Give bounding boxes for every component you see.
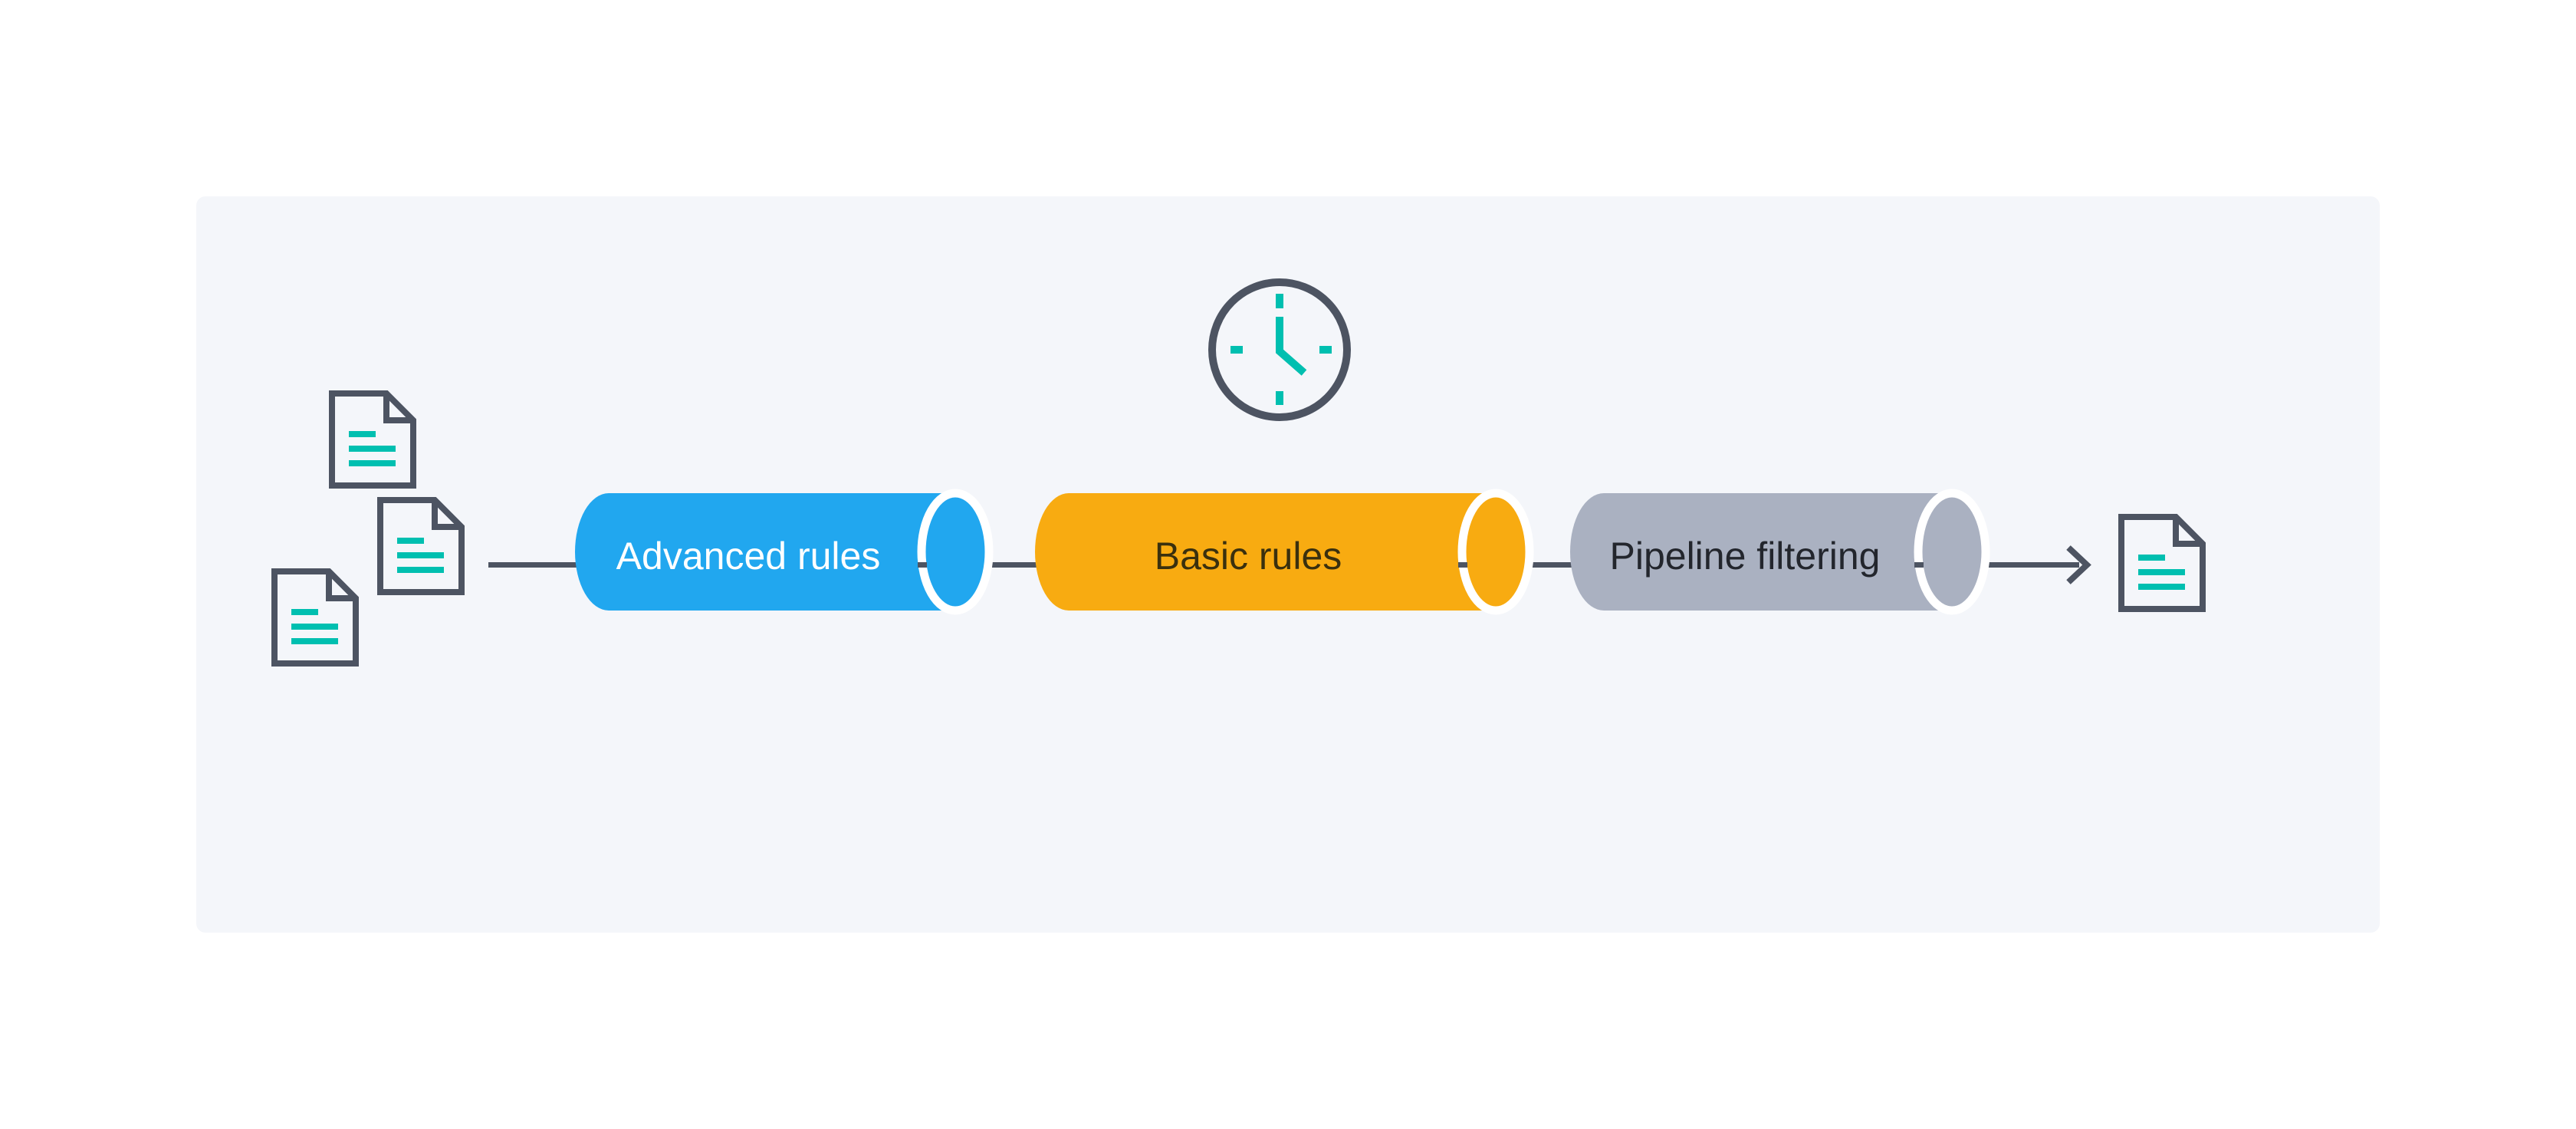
document-text-line bbox=[2138, 584, 2185, 590]
output-document-icon bbox=[2118, 514, 2206, 612]
cylinder-cap bbox=[1457, 489, 1534, 615]
flow-line-gap-stub bbox=[1914, 562, 1924, 568]
document-fold-corner bbox=[432, 500, 462, 530]
stage-label: Pipeline filtering bbox=[1610, 535, 1881, 578]
input-documents bbox=[271, 390, 465, 667]
document-text-line bbox=[291, 638, 338, 644]
clock-tick-12 bbox=[1276, 294, 1283, 308]
cylinder-body bbox=[575, 493, 955, 611]
clock-tick-6 bbox=[1276, 391, 1283, 405]
arrow-right-icon bbox=[2066, 545, 2091, 584]
document-text-line bbox=[397, 567, 444, 573]
clock-tick-3 bbox=[1319, 346, 1332, 354]
cylinder-cap bbox=[1914, 489, 1990, 615]
stage-basic-rules: Basic rules bbox=[1035, 489, 1534, 615]
document-outline bbox=[329, 390, 416, 489]
document-fold-corner bbox=[383, 393, 413, 423]
document-text-line bbox=[397, 538, 424, 544]
cylinder-body bbox=[1035, 493, 1496, 611]
document-text-line bbox=[2138, 569, 2185, 575]
document-text-line bbox=[349, 446, 396, 452]
document-icon bbox=[377, 497, 465, 595]
stage-pipeline-filtering: Pipeline filtering bbox=[1570, 489, 1990, 615]
clock-tick-9 bbox=[1230, 346, 1243, 354]
cylinder-cap bbox=[917, 489, 994, 615]
document-text-line bbox=[291, 624, 338, 630]
document-fold-corner bbox=[2173, 517, 2203, 547]
flow-line-gap-stub bbox=[918, 562, 927, 568]
clock-icon bbox=[1208, 278, 1351, 421]
stage-advanced-rules: Advanced rules bbox=[575, 489, 994, 615]
clock-face bbox=[1208, 278, 1351, 421]
document-icon bbox=[271, 568, 359, 667]
flow-line-gap-stub bbox=[1458, 562, 1467, 568]
document-text-line bbox=[349, 460, 396, 466]
stage-label: Advanced rules bbox=[616, 535, 881, 578]
document-fold-corner bbox=[326, 571, 356, 601]
document-text-line bbox=[291, 609, 318, 615]
document-text-line bbox=[2138, 555, 2165, 561]
cylinder-body bbox=[1570, 493, 1952, 611]
document-text-line bbox=[397, 552, 444, 558]
document-outline bbox=[271, 568, 359, 667]
document-outline bbox=[2118, 514, 2206, 612]
stage-label: Basic rules bbox=[1155, 535, 1342, 578]
clock-hands bbox=[1276, 317, 1307, 376]
document-outline bbox=[377, 497, 465, 595]
document-text-line bbox=[349, 431, 376, 437]
document-icon bbox=[329, 390, 416, 489]
